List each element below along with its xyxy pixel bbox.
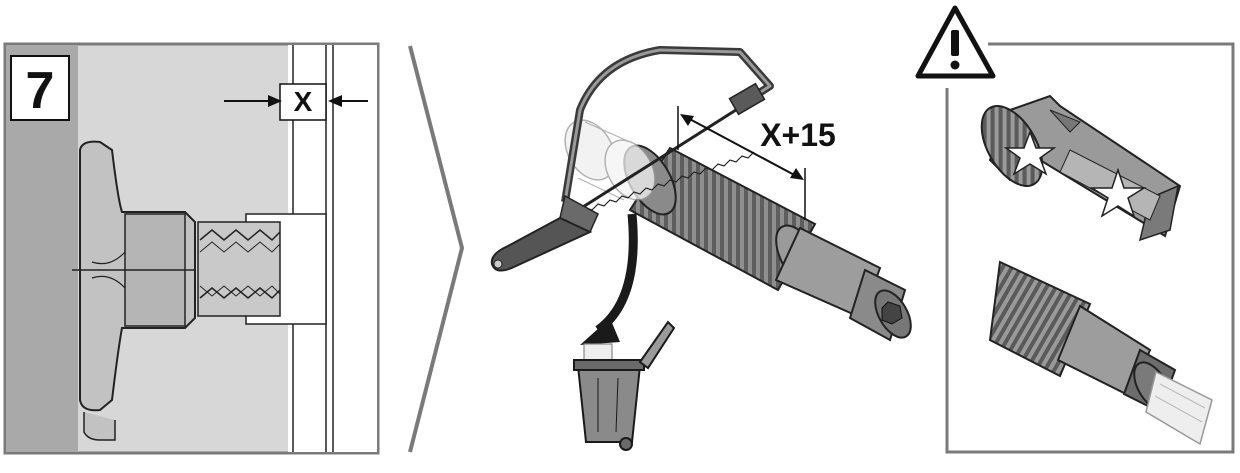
star-damage-icon	[1003, 129, 1147, 218]
warning-triangle-icon	[915, 5, 996, 79]
dispose-arrow	[595, 213, 638, 334]
step-number-badge	[10, 55, 70, 121]
handle-knob	[72, 140, 196, 441]
hacksaw-icon	[490, 46, 774, 272]
ribbed-spindle	[623, 144, 912, 342]
gap-label-box	[279, 83, 327, 121]
panel-step-7: 7 X	[3, 42, 380, 455]
threaded-spindle	[197, 221, 281, 317]
protective-cap	[1145, 370, 1213, 446]
trash-bin-icon	[573, 320, 676, 451]
intact-spindle	[988, 260, 1213, 446]
cut-dimension-line	[683, 115, 801, 179]
panel-3-frame	[945, 42, 1235, 454]
damaged-spindle	[980, 94, 1182, 242]
gap-label: X	[294, 86, 313, 117]
step-number: 7	[26, 62, 55, 120]
panel-cut-spindle: X+15	[490, 46, 912, 451]
cut-label: X+15	[760, 117, 836, 153]
step-separator-chevron	[408, 45, 465, 453]
panel-warning	[915, 5, 1235, 454]
